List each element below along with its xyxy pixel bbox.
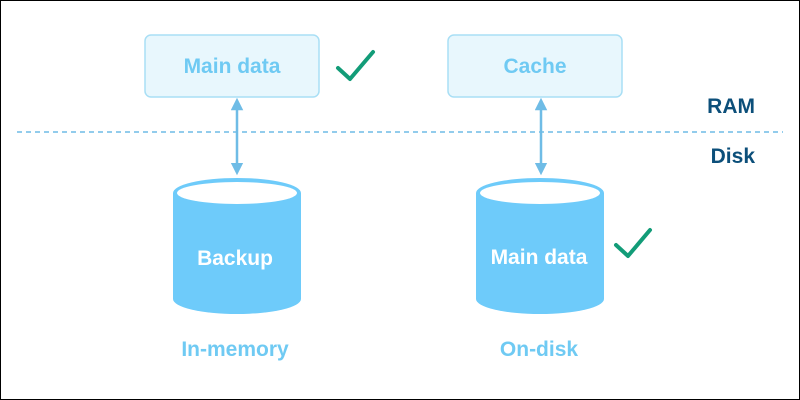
in-memory-cylinder-body — [173, 178, 301, 314]
on-disk-caption: On-disk — [500, 338, 578, 361]
on-disk-cylinder-top — [480, 182, 600, 204]
on-disk-cylinder-label: Main data — [491, 246, 588, 269]
on-disk-ram-box-label: Cache — [503, 55, 566, 78]
ram-layer-label: RAM — [707, 95, 755, 118]
in-memory-check-icon — [336, 50, 375, 81]
disk-layer-label: Disk — [711, 145, 756, 168]
in-memory-cylinder-label: Backup — [197, 247, 273, 270]
on-disk-check-icon — [614, 228, 652, 258]
in-memory-cylinder-top — [177, 182, 297, 204]
on-disk-disk-cylinder — [476, 178, 604, 314]
on-disk-ram-box — [447, 34, 623, 98]
in-memory-ram-box-label: Main data — [184, 55, 281, 78]
in-memory-disk-cylinder — [173, 178, 301, 314]
on-disk-column: Cache Main data On-disk — [447, 34, 652, 361]
in-memory-caption: In-memory — [181, 338, 289, 361]
on-disk-cylinder-body — [476, 178, 604, 314]
in-memory-ram-box — [144, 34, 320, 98]
in-memory-column: Main data Backup In-memory — [144, 34, 375, 361]
